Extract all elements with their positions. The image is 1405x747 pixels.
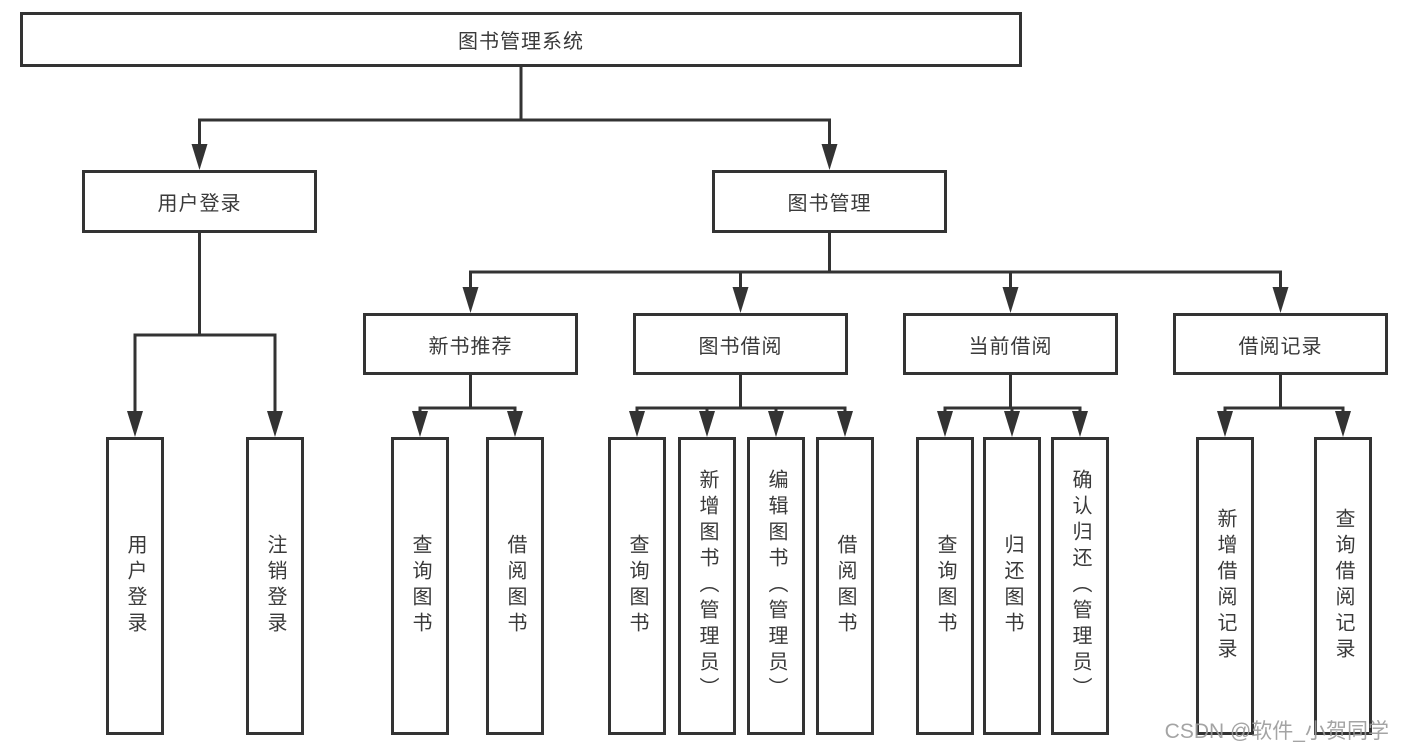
leaf-label: 查询图书 xyxy=(626,534,648,638)
leaf-add-borrow-record: 新增借阅记录 xyxy=(1196,437,1254,735)
node-borrow-record: 借阅记录 xyxy=(1173,313,1388,375)
connector-user-login-to-leaves xyxy=(127,231,283,437)
leaf-edit-book-admin: 编辑图书（管理员） xyxy=(747,437,805,735)
leaf-label: 借阅图书 xyxy=(504,534,526,638)
node-book-borrow: 图书借阅 xyxy=(633,313,848,375)
leaf-label: 查询图书 xyxy=(409,534,431,638)
leaf-label: 归还图书 xyxy=(1001,534,1023,638)
node-new-book-recommend: 新书推荐 xyxy=(363,313,578,375)
leaf-query-book-1: 查询图书 xyxy=(391,437,449,735)
connector-new-book-to-leaves xyxy=(412,373,523,437)
leaf-logout: 注销登录 xyxy=(246,437,304,735)
leaf-return-book: 归还图书 xyxy=(983,437,1041,735)
connector-root-to-level2 xyxy=(191,65,838,170)
leaf-query-book-2: 查询图书 xyxy=(608,437,666,735)
leaf-confirm-return-admin: 确认归还（管理员） xyxy=(1051,437,1109,735)
leaf-query-book-3: 查询图书 xyxy=(916,437,974,735)
leaf-borrow-book-2: 借阅图书 xyxy=(816,437,874,735)
connector-current-borrow-to-leaves xyxy=(937,373,1088,437)
leaf-borrow-book-1: 借阅图书 xyxy=(486,437,544,735)
connector-book-borrow-to-leaves xyxy=(629,373,853,437)
leaf-label: 编辑图书（管理员） xyxy=(765,469,787,703)
node-root-library-system: 图书管理系统 xyxy=(20,12,1022,67)
leaf-label: 注销登录 xyxy=(264,534,286,638)
leaf-label: 借阅图书 xyxy=(834,534,856,638)
connector-borrow-record-to-leaves xyxy=(1217,373,1351,437)
leaf-label: 用户登录 xyxy=(124,534,146,638)
leaf-label: 新增借阅记录 xyxy=(1214,508,1236,664)
leaf-label: 新增图书（管理员） xyxy=(696,469,718,703)
leaf-label: 查询借阅记录 xyxy=(1332,508,1354,664)
node-user-login: 用户登录 xyxy=(82,170,317,233)
csdn-watermark: CSDN @软件_小贺同学 xyxy=(1164,720,1389,743)
leaf-query-borrow-record: 查询借阅记录 xyxy=(1314,437,1372,735)
leaf-label: 确认归还（管理员） xyxy=(1069,469,1091,703)
leaf-label: 查询图书 xyxy=(934,534,956,638)
leaf-add-book-admin: 新增图书（管理员） xyxy=(678,437,736,735)
node-book-management: 图书管理 xyxy=(712,170,947,233)
leaf-user-login: 用户登录 xyxy=(106,437,164,735)
node-current-borrow: 当前借阅 xyxy=(903,313,1118,375)
connector-book-management-to-level3 xyxy=(462,231,1289,313)
